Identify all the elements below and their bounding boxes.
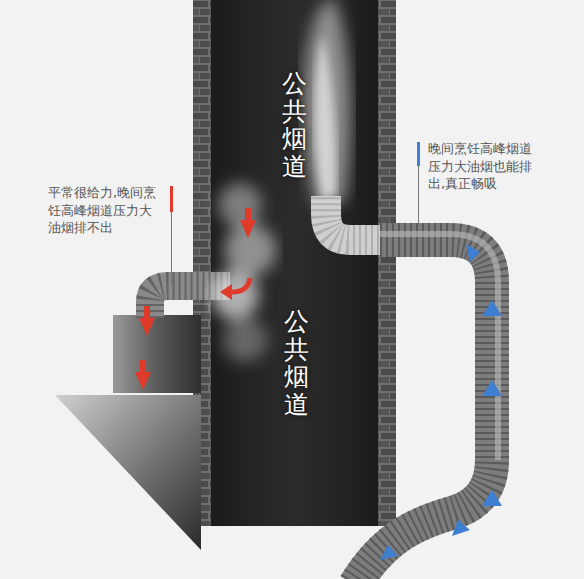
callout-marker [170, 186, 173, 212]
flow-arrows [380, 244, 502, 560]
brick-wall [378, 0, 396, 526]
duct-ribs [355, 240, 492, 579]
flue-shaft [210, 0, 380, 526]
pipe-ribs [326, 196, 385, 240]
flue-label: 公共烟道 [284, 308, 309, 418]
flue-label: 公共烟道 [282, 70, 307, 180]
leader-line [418, 166, 419, 226]
clean-plume [303, 0, 351, 210]
callout-text: 平常很给力,晚间烹饪高峰烟道压力大油烟排不出 [48, 184, 162, 237]
callout-marker [417, 142, 420, 166]
flexible-duct [355, 240, 492, 579]
pipe-elbow [326, 196, 385, 240]
leader-line [171, 212, 172, 284]
duct-highlight [380, 234, 498, 460]
flue-shaft-area: 公共烟道公共烟道 [210, 0, 380, 526]
range-hood-body [113, 315, 201, 393]
callout-text: 晚间烹饪高峰烟道压力大油烟也能排出,真正畅吸 [428, 140, 542, 193]
backflow-smoke [211, 183, 276, 362]
range-hood-canopy [55, 395, 201, 550]
backflow-arrows [135, 208, 256, 390]
